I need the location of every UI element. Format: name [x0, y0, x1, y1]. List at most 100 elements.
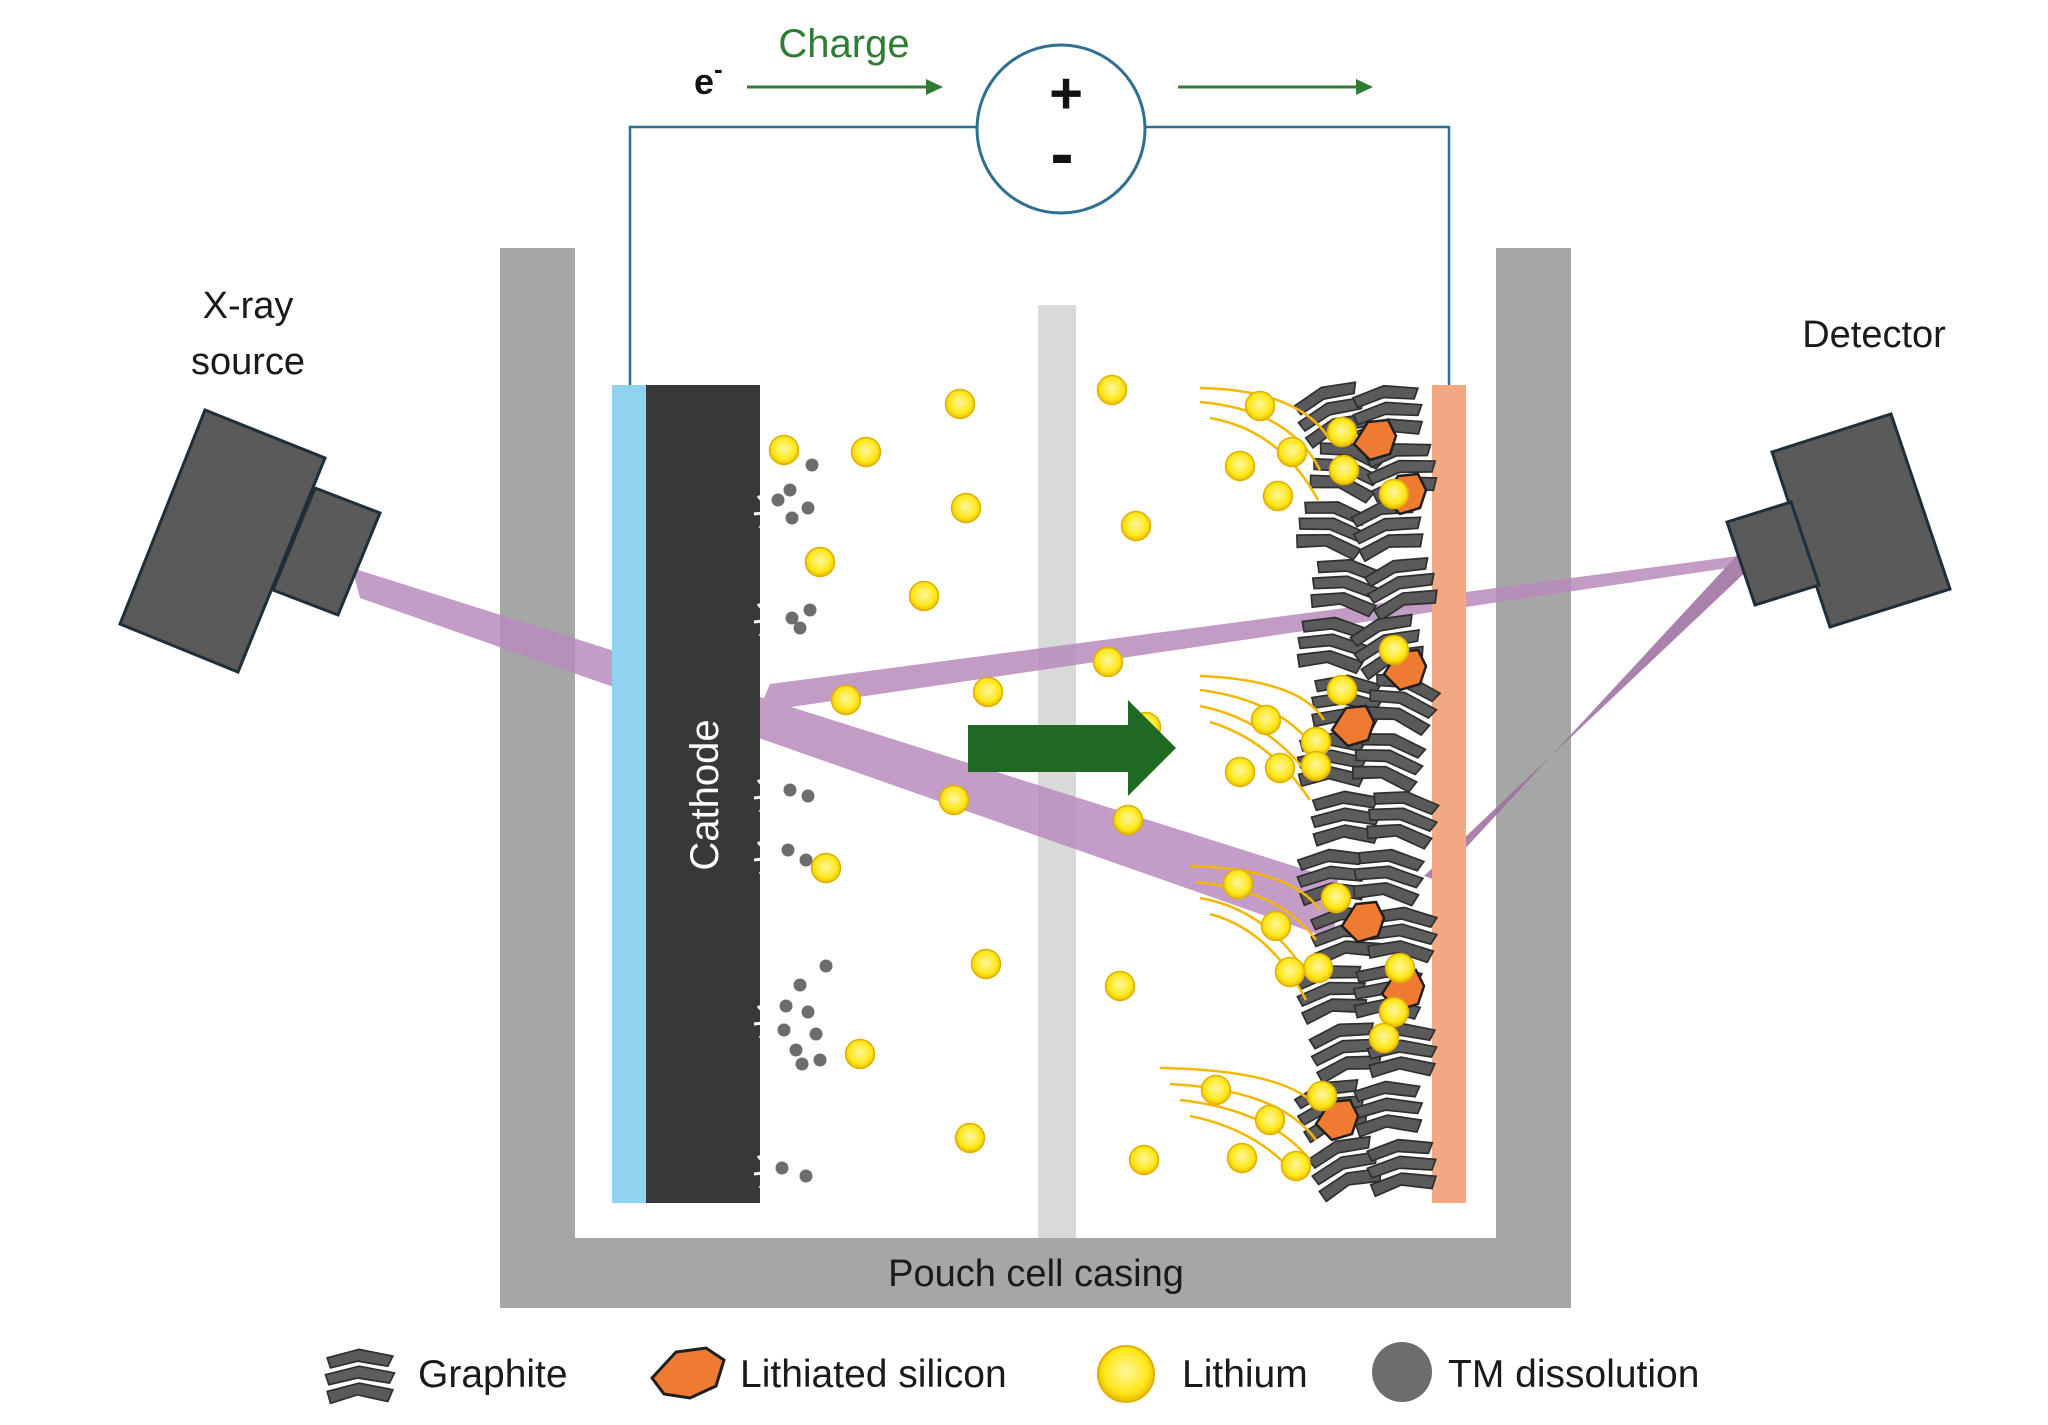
casing-bottom — [500, 1238, 1571, 1308]
lithium-ion — [1300, 750, 1332, 782]
tm-particle — [799, 1169, 813, 1183]
flow-line — [1199, 674, 1326, 721]
charge-arrows — [747, 79, 1373, 95]
lithium-ion — [1200, 1074, 1232, 1106]
tm-particle — [783, 483, 797, 497]
lithium-ion — [1378, 478, 1410, 510]
cathode-electrode: Cathode — [612, 385, 760, 1203]
lithium-ion — [950, 492, 982, 524]
tm-particle — [793, 978, 807, 992]
lithium-ion — [1120, 510, 1152, 542]
spark-core — [768, 854, 776, 862]
tm-particle — [801, 789, 815, 803]
flow-line — [1159, 1066, 1321, 1111]
legend-tm-dissolution: TM dissolution — [1372, 1342, 1699, 1402]
spark-icon — [753, 603, 787, 637]
tm-particle — [801, 501, 815, 515]
lithium-ion — [908, 580, 940, 612]
lithium-ion — [1302, 952, 1334, 984]
lithium-ion — [944, 388, 976, 420]
detector-nozzle — [1725, 500, 1821, 607]
casing-left-wall — [500, 248, 575, 1308]
anode-current-collector — [1432, 385, 1466, 1203]
tm-particle — [771, 493, 785, 507]
lithium-ion — [768, 434, 800, 466]
xray-source — [118, 408, 382, 674]
spark-core — [768, 1018, 776, 1026]
tm-particle — [793, 621, 807, 635]
incident-beam — [352, 568, 1338, 940]
tm-particle — [819, 959, 833, 973]
lithium-ion — [804, 546, 836, 578]
charge-arrow-left-head — [926, 79, 943, 95]
legend-lithiated-silicon: Lithiated silicon — [650, 1346, 1007, 1400]
lithium-ion — [850, 436, 882, 468]
electron-label: e- — [694, 54, 723, 102]
minus-sign: - — [1050, 114, 1073, 192]
lithium-ion — [1224, 450, 1256, 482]
diffracted-beam-2 — [1424, 552, 1752, 880]
tm-particle — [803, 603, 817, 617]
lithium-ion — [1244, 390, 1276, 422]
tm-dissolution-icon — [1372, 1342, 1432, 1402]
graphite-icon — [324, 1348, 396, 1405]
flow-line — [1199, 386, 1332, 441]
charge-arrow-right-head — [1356, 79, 1373, 95]
lithium-ion — [938, 784, 970, 816]
flow-line — [1199, 400, 1322, 471]
tm-particle — [785, 611, 799, 625]
flow-line — [1195, 880, 1318, 941]
lithium-ion — [1112, 804, 1144, 836]
tm-particle — [801, 1005, 815, 1019]
lithium-ion — [954, 1122, 986, 1154]
lithium-ion — [1262, 480, 1294, 512]
tm-dissolution-particles — [771, 458, 833, 1183]
lithium-ion — [1384, 952, 1416, 984]
spark-core — [768, 1168, 776, 1176]
graphite-flake — [1363, 1135, 1440, 1198]
lithium-ion — [830, 684, 862, 716]
tm-particle — [779, 999, 793, 1013]
lithium-ion — [1096, 374, 1128, 406]
tm-particle — [795, 1057, 809, 1071]
lithium-ion — [1328, 454, 1360, 486]
tm-particle — [789, 1043, 803, 1057]
legend-graphite-label: Graphite — [418, 1353, 568, 1396]
xray-source-nozzle — [271, 486, 382, 617]
lithium-ion — [1326, 416, 1358, 448]
lithium-ion — [810, 852, 842, 884]
lithium-ion — [1368, 1022, 1400, 1054]
pouch-cell-casing: Pouch cell casing — [500, 248, 1571, 1308]
detector — [1725, 412, 1952, 629]
legend: Graphite Lithiated silicon Lithium TM di… — [324, 1342, 1699, 1405]
lithium-ion — [1104, 970, 1136, 1002]
lithium-ion — [1280, 1150, 1312, 1182]
lithium-ion — [1306, 1080, 1338, 1112]
lithium-ions — [768, 374, 1416, 1182]
power-source — [975, 43, 1147, 215]
lithium-ion — [1226, 1142, 1258, 1174]
lithium-ion — [1224, 756, 1256, 788]
spark-core — [768, 792, 776, 800]
casing-label: Pouch cell casing — [888, 1253, 1184, 1295]
spark-core — [768, 616, 776, 624]
cathode-body — [646, 385, 760, 1203]
lithium-ion — [1128, 1144, 1160, 1176]
legend-tm-dissolution-label: TM dissolution — [1448, 1353, 1699, 1396]
charge-label: Charge — [778, 22, 909, 66]
external-circuit — [628, 43, 1451, 385]
lithiated-silicon-icon — [650, 1346, 726, 1400]
legend-lithium: Lithium — [1097, 1345, 1308, 1403]
legend-graphite: Graphite — [324, 1348, 568, 1405]
lithium-ion — [972, 676, 1004, 708]
lithium-ion — [1250, 704, 1282, 736]
graphite-flake — [1351, 1078, 1425, 1138]
tm-particle — [783, 783, 797, 797]
diffracted-beam-1 — [758, 556, 1742, 712]
lithium-ion — [1378, 634, 1410, 666]
lithium-ion — [1222, 868, 1254, 900]
lithium-migration-arrow — [968, 700, 1176, 796]
lithium-ion — [1276, 436, 1308, 468]
lithiated-silicon-particle — [1352, 418, 1398, 462]
tm-particle — [781, 843, 795, 857]
